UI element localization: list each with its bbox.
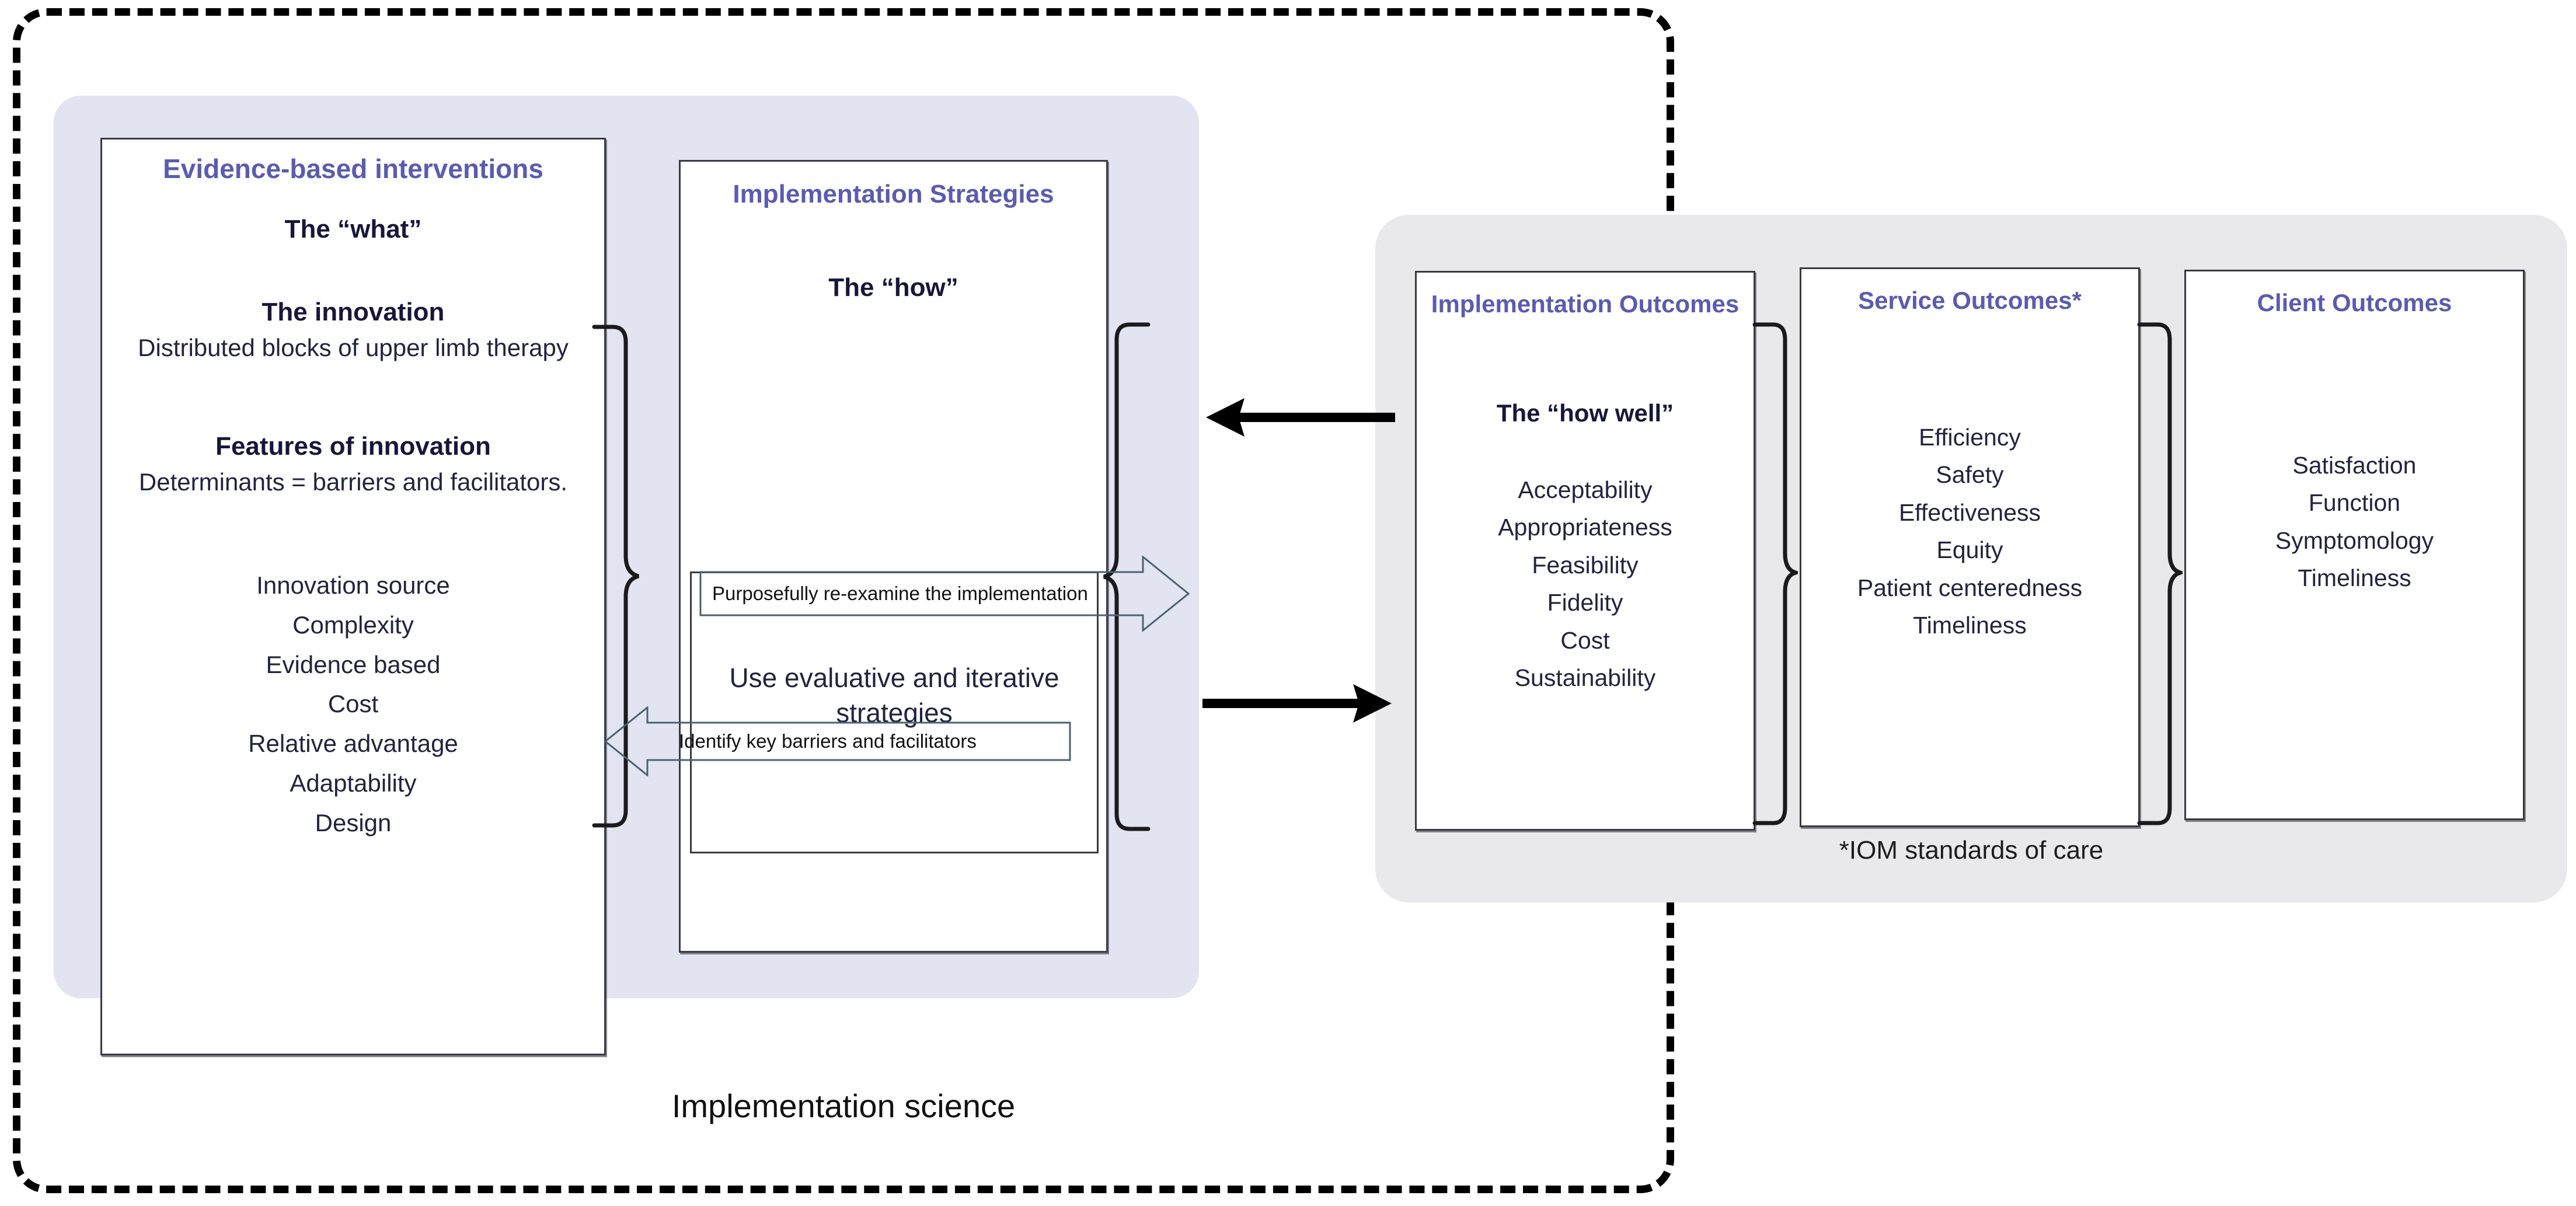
list-item: Evidence based [266,650,441,678]
service-outcomes-list: Efficiency Safety Effectiveness Equity P… [1806,419,2134,644]
list-item: Appropriateness [1498,514,1672,541]
list-item: Timeliness [1913,612,2027,639]
ebi-innovation-body: Distributed blocks of upper limb therapy [138,334,569,361]
list-item: Symptomology [2275,527,2434,554]
implementation-outcomes-card: Implementation Outcomes The “how well” A… [1415,271,1755,831]
implementation-science-label: Implementation science [671,1088,1016,1124]
ebi-features-heading: Features of innovation [215,432,491,461]
list-item: Effectiveness [1898,499,2041,526]
list-item: Feasibility [1532,551,1639,578]
reexamine-arrow: Purposefully re-examine the implementati… [699,556,1190,632]
client-outcomes-title: Client Outcomes [2257,289,2452,316]
list-item: Cost [1560,626,1610,654]
reexamine-arrow-label: Purposefully re-examine the implementati… [712,583,1088,604]
list-item: Cost [327,690,379,718]
list-item: Efficiency [1919,424,2021,451]
list-item: Complexity [292,611,414,639]
list-item: Safety [1936,461,2004,489]
strategies-title: Implementation Strategies [733,180,1054,208]
client-outcomes-list: Satisfaction Function Symptomology Timel… [2191,447,2518,597]
implementation-outcomes-list: Acceptability Appropriateness Feasibilit… [1421,471,1749,697]
list-item: Sustainability [1514,664,1656,692]
identify-barriers-arrow-label: Identify key barriers and facilitators [679,730,977,752]
implementation-strategies-card: Implementation Strategies The “how” Use … [679,160,1108,953]
list-item: Function [2308,489,2401,517]
ebi-features-body: Determinants = barriers and facilitators… [138,468,568,496]
strategies-how-heading: The “how” [828,273,958,302]
service-outcomes-title: Service Outcomes* [1858,287,2082,314]
ebi-what-heading: The “what” [284,215,422,243]
identify-barriers-arrow: Identify key barriers and facilitators [604,706,1071,776]
strategies-to-outcomes-arrow [1202,671,1395,736]
service-outcomes-card: Service Outcomes* Efficiency Safety Effe… [1800,267,2140,827]
left-curly-brace [590,322,642,830]
list-item: Timeliness [2298,564,2411,592]
list-item: Satisfaction [2292,452,2417,479]
list-item: Adaptability [290,769,417,797]
outcomes-to-strategies-arrow [1202,385,1395,449]
list-item: Relative advantage [248,730,458,757]
list-item: Equity [1936,536,2003,564]
implementation-to-service-brace [1751,320,1798,828]
client-outcomes-card: Client Outcomes Satisfaction Function Sy… [2184,270,2525,820]
list-item: Patient centeredness [1857,574,2083,601]
strategies-center-label: Use evaluative and iterative strategies [729,663,1059,728]
ebi-features-list: Innovation source Complexity Evidence ba… [110,566,596,842]
list-item: Fidelity [1547,589,1623,616]
list-item: Design [315,808,392,836]
strategies-inner-box: Use evaluative and iterative strategies [690,571,1099,853]
implementation-outcomes-title: Implementation Outcomes [1431,290,1740,318]
list-item: Acceptability [1518,476,1653,503]
implementation-outcomes-subtitle: The “how well” [1496,399,1674,427]
iom-footnote: *IOM standards of care [1839,836,2104,865]
right-curly-brace [1100,320,1153,834]
service-to-client-brace [2136,320,2183,828]
evidence-based-interventions-card: Evidence-based interventions The “what” … [100,138,606,1055]
list-item: Innovation source [256,571,450,599]
ebi-title: Evidence-based interventions [163,154,543,184]
ebi-innovation-heading: The innovation [262,298,445,326]
